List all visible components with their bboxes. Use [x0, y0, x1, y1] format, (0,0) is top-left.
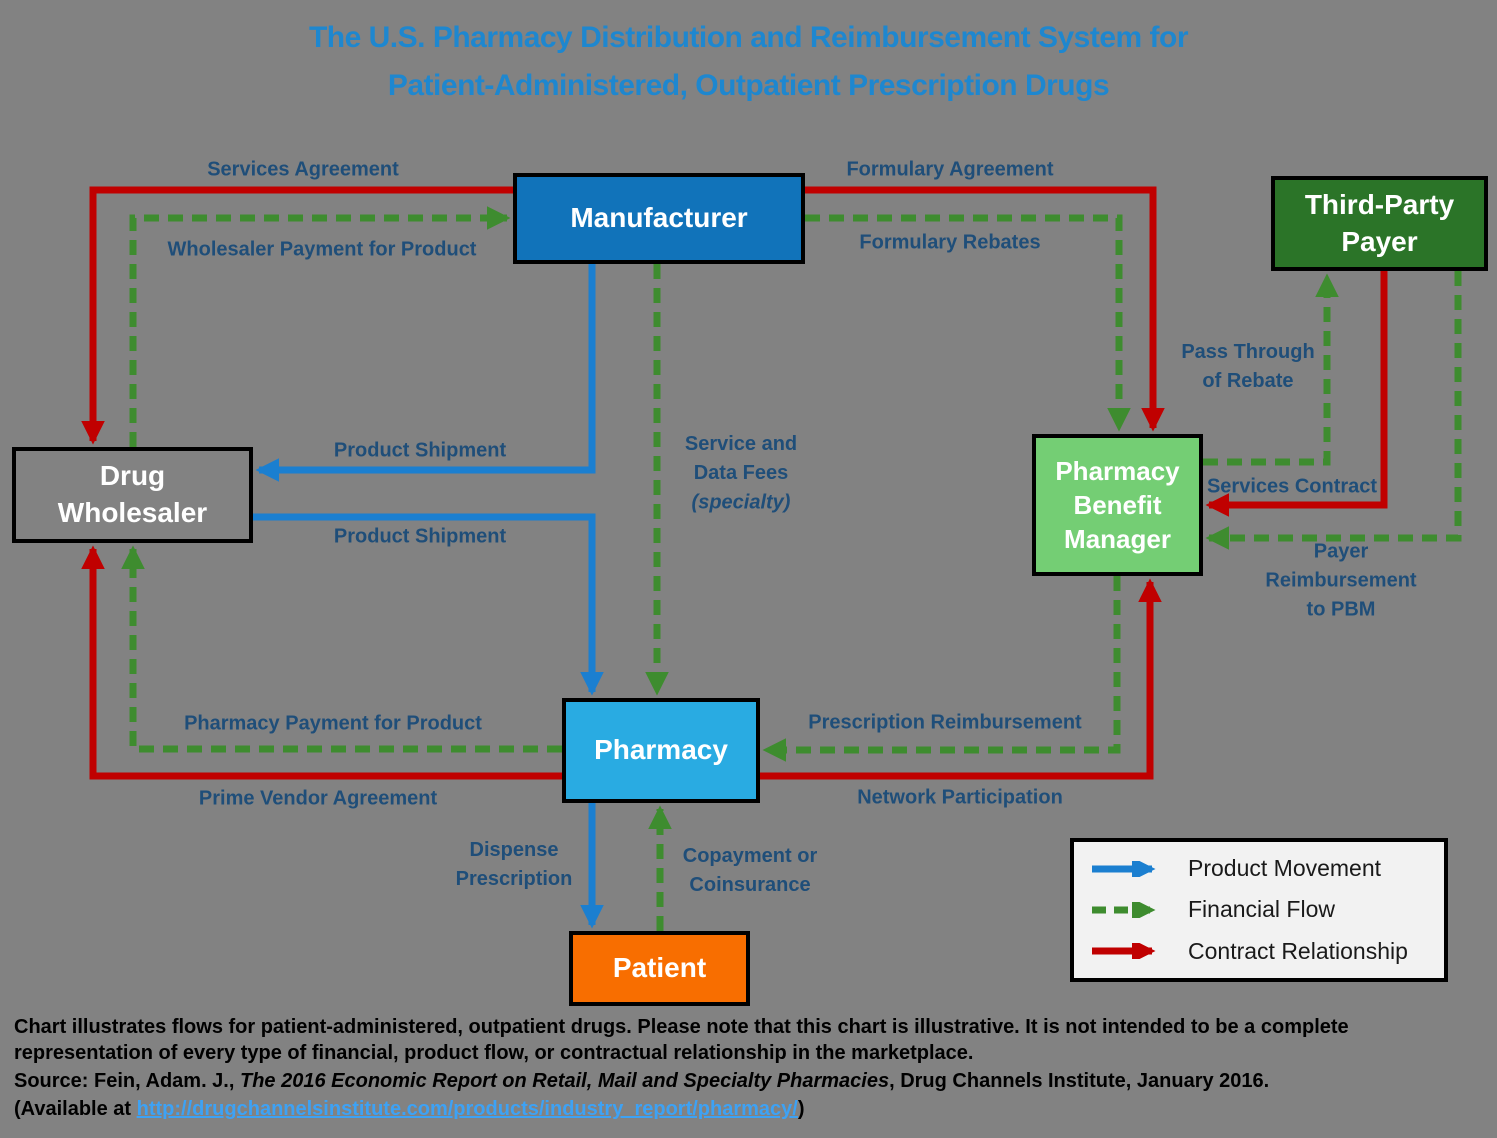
edge-product-shipment-to-wholesaler: [255, 264, 596, 482]
edge-services-contract: [1205, 271, 1388, 517]
node-third-party-payer: Third-Party Payer: [1271, 176, 1488, 271]
legend: Product Movement Financial Flow Contract…: [1070, 838, 1448, 982]
node-pharmacy-benefit-manager: Pharmacy Benefit Manager: [1032, 434, 1203, 576]
node-drug-wholesaler-label: Drug Wholesaler: [57, 460, 208, 528]
edge-pass-through-of-rebate: [1203, 273, 1339, 466]
edge-label-dispense-prescription: Dispense Prescription: [455, 839, 573, 890]
node-manufacturer-label: Manufacturer: [570, 202, 748, 234]
legend-row-contract-relationship: Contract Relationship: [1074, 938, 1444, 965]
footnote-body: Chart illustrates flows for patient-admi…: [14, 1016, 1349, 1064]
edge-label-payer-reimbursement-to-pbm: Payer Reimbursement to PBM: [1265, 540, 1417, 621]
edge-label-service-and-data-fees-note: (specialty): [691, 491, 791, 514]
node-drug-wholesaler: Drug Wholesaler: [12, 447, 253, 543]
edge-prescription-reimbursement: [762, 576, 1121, 762]
legend-row-financial-flow: Financial Flow: [1074, 896, 1444, 923]
legend-label-contract-relationship: Contract Relationship: [1188, 937, 1408, 964]
node-pharmacy-benefit-manager-label: Pharmacy Benefit Manager: [1055, 455, 1180, 555]
financial-flow-arrow-icon: [1092, 901, 1156, 918]
edge-formulary-agreement: [805, 186, 1165, 432]
footnote-source-suffix: , Drug Channels Institute, January 2016.: [889, 1070, 1270, 1092]
edge-label-formulary-rebates: Formulary Rebates: [859, 231, 1041, 254]
node-manufacturer: Manufacturer: [513, 173, 805, 264]
edge-label-services-agreement: Services Agreement: [207, 158, 399, 181]
node-pharmacy-label: Pharmacy: [594, 734, 728, 766]
footnote-source-prefix: Source: Fein, Adam. J.,: [14, 1070, 240, 1092]
footnote-available-prefix: (Available at: [14, 1098, 137, 1120]
node-third-party-payer-label: Third-Party Payer: [1304, 188, 1455, 257]
edge-formulary-rebates: [805, 214, 1131, 432]
edge-pharmacy-payment-for-product: [121, 545, 562, 753]
edge-label-service-and-data-fees: Service and Data Fees: [684, 433, 798, 484]
footnote-available-suffix: ): [797, 1098, 805, 1120]
edge-label-prime-vendor-agreement: Prime Vendor Agreement: [198, 787, 438, 810]
edge-wholesaler-payment-for-product: [129, 206, 511, 447]
report-link[interactable]: http://drugchannelsinstitute.com/product…: [136, 1098, 798, 1120]
node-pharmacy: Pharmacy: [562, 698, 760, 803]
product-movement-arrow-icon: [1092, 860, 1156, 877]
edge-network-participation: [760, 578, 1162, 780]
node-patient-label: Patient: [612, 952, 707, 984]
edge-services-agreement: [81, 186, 513, 445]
footnote-source: Source: Fein, Adam. J., The 2016 Economi…: [14, 1068, 1490, 1094]
footnote-block: Chart illustrates flows for patient-admi…: [14, 1014, 1490, 1122]
node-patient: Patient: [569, 931, 750, 1006]
diagram-title: The U.S. Pharmacy Distribution and Reimb…: [308, 21, 1189, 102]
edge-label-pharmacy-payment-for-product: Pharmacy Payment for Product: [184, 712, 482, 735]
edge-payer-reimbursement-to-pbm: [1205, 271, 1462, 550]
edge-label-wholesaler-payment-for-product: Wholesaler Payment for Product: [167, 238, 477, 261]
edge-prime-vendor-agreement: [81, 545, 562, 780]
edge-label-formulary-agreement: Formulary Agreement: [846, 158, 1054, 181]
edge-label-network-participation: Network Participation: [857, 786, 1063, 809]
legend-label-financial-flow: Financial Flow: [1188, 896, 1335, 923]
contract-relationship-arrow-icon: [1092, 943, 1156, 960]
edge-label-product-shipment-1: Product Shipment: [333, 439, 507, 462]
edge-product-shipment-to-pharmacy: [253, 513, 604, 696]
footnote-source-title: The 2016 Economic Report on Retail, Mail…: [239, 1070, 890, 1092]
legend-row-product-movement: Product Movement: [1074, 855, 1444, 882]
edge-label-pass-through-of-rebate: Pass Through of Rebate: [1181, 341, 1315, 392]
edge-label-prescription-reimbursement: Prescription Reimbursement: [808, 711, 1082, 734]
edge-label-copayment-or-coinsurance: Copayment or Coinsurance: [682, 845, 818, 896]
legend-label-product-movement: Product Movement: [1188, 855, 1382, 882]
edge-label-services-contract: Services Contract: [1206, 475, 1378, 498]
edge-label-product-shipment-2: Product Shipment: [333, 525, 507, 548]
footnote-available: (Available at http://drugchannelsinstitu…: [14, 1096, 1490, 1122]
